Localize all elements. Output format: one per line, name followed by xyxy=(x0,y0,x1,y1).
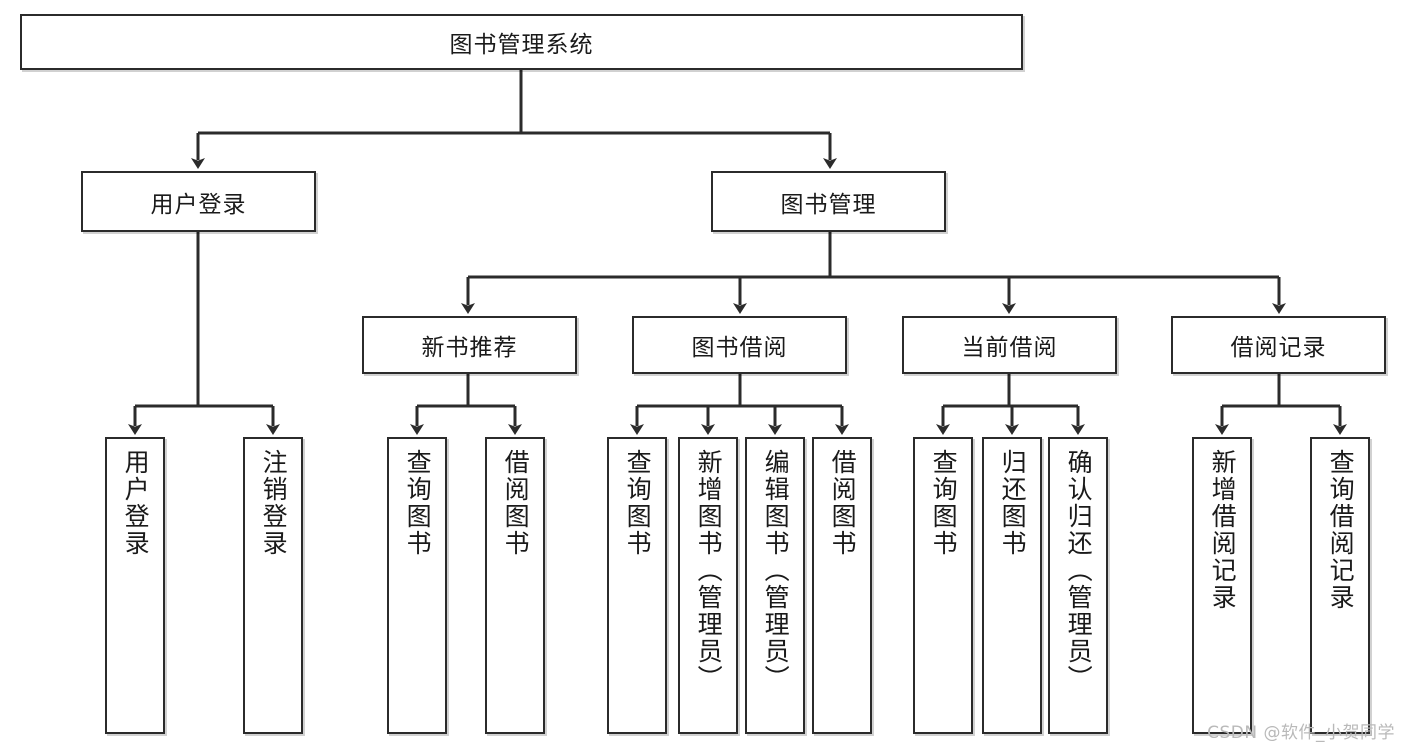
leaf-label: 用户登录 xyxy=(121,449,151,557)
node-leaf-query-book-current[interactable]: 查询图书 xyxy=(913,437,973,734)
node-borrow-record-label: 借阅记录 xyxy=(1230,335,1327,361)
node-leaf-borrow-book-rec[interactable]: 借阅图书 xyxy=(485,437,545,734)
node-new-book-rec-label: 新书推荐 xyxy=(421,335,518,361)
node-root-label: 图书管理系统 xyxy=(449,32,594,58)
leaf-label: 查询图书 xyxy=(623,449,653,557)
node-book-manage[interactable]: 图书管理 xyxy=(711,171,946,232)
node-book-borrow-label: 图书借阅 xyxy=(691,335,788,361)
node-root[interactable]: 图书管理系统 xyxy=(20,14,1023,70)
leaf-label: 新增图书（管理员） xyxy=(694,449,724,692)
leaf-label: 查询图书 xyxy=(403,449,433,557)
node-leaf-return-book[interactable]: 归还图书 xyxy=(982,437,1042,734)
node-leaf-user-logout[interactable]: 注销登录 xyxy=(243,437,303,734)
node-leaf-query-book-borrow[interactable]: 查询图书 xyxy=(607,437,667,734)
node-leaf-edit-book[interactable]: 编辑图书（管理员） xyxy=(745,437,805,734)
node-book-manage-label: 图书管理 xyxy=(780,191,877,218)
node-user-login[interactable]: 用户登录 xyxy=(81,171,316,232)
leaf-label: 确认归还（管理员） xyxy=(1064,449,1094,692)
leaf-label: 借阅图书 xyxy=(501,449,531,557)
node-borrow-record[interactable]: 借阅记录 xyxy=(1171,316,1386,374)
node-user-login-label: 用户登录 xyxy=(150,191,247,218)
node-new-book-rec[interactable]: 新书推荐 xyxy=(362,316,577,374)
node-leaf-user-login[interactable]: 用户登录 xyxy=(105,437,165,734)
leaf-label: 查询图书 xyxy=(929,449,959,557)
node-leaf-add-book[interactable]: 新增图书（管理员） xyxy=(678,437,738,734)
node-leaf-confirm-return[interactable]: 确认归还（管理员） xyxy=(1048,437,1108,734)
leaf-label: 归还图书 xyxy=(998,449,1028,557)
node-leaf-query-record[interactable]: 查询借阅记录 xyxy=(1310,437,1370,734)
node-leaf-add-record[interactable]: 新增借阅记录 xyxy=(1192,437,1252,734)
leaf-label: 新增借阅记录 xyxy=(1208,449,1238,611)
leaf-label: 注销登录 xyxy=(259,449,289,557)
node-current-borrow[interactable]: 当前借阅 xyxy=(902,316,1117,374)
leaf-label: 借阅图书 xyxy=(828,449,858,557)
node-leaf-query-book-rec[interactable]: 查询图书 xyxy=(387,437,447,734)
watermark: CSDN @软件_小贺同学 xyxy=(1207,723,1395,743)
leaf-label: 查询借阅记录 xyxy=(1326,449,1356,611)
leaf-label: 编辑图书（管理员） xyxy=(761,449,791,692)
node-leaf-borrow-book[interactable]: 借阅图书 xyxy=(812,437,872,734)
node-current-borrow-label: 当前借阅 xyxy=(961,335,1058,361)
node-book-borrow[interactable]: 图书借阅 xyxy=(632,316,847,374)
